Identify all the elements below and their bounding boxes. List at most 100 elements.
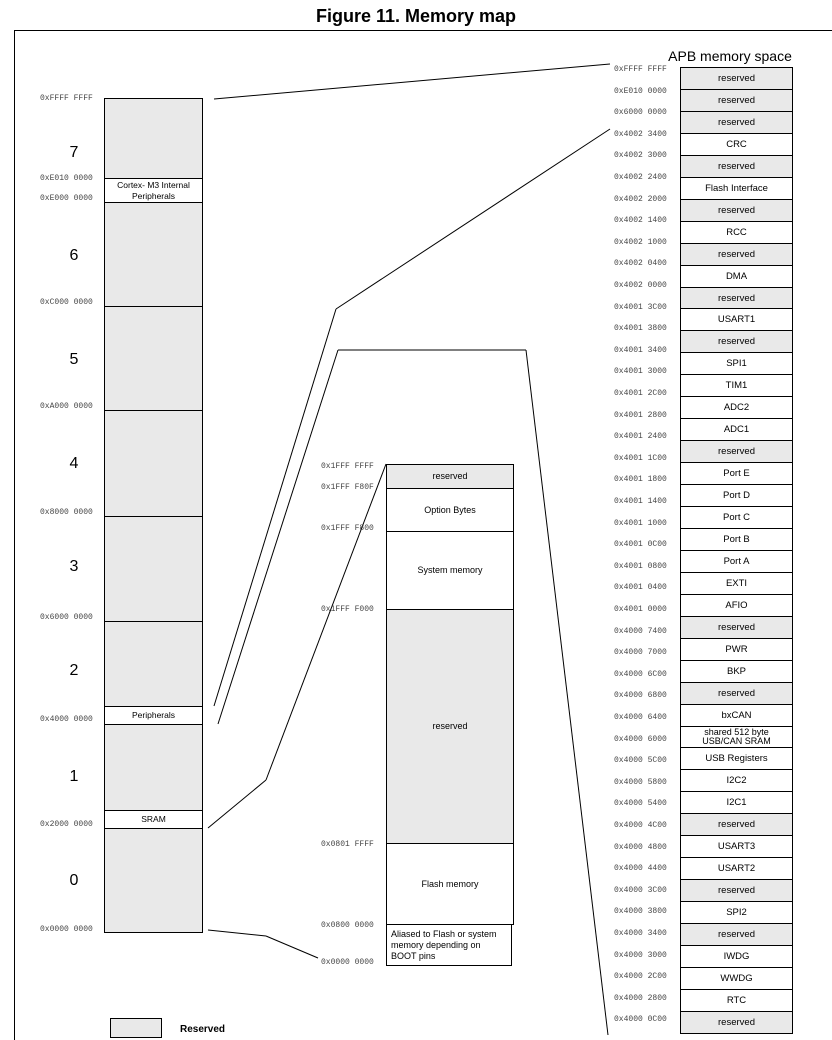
apb-block: RTC <box>680 989 793 1012</box>
apb-address-label: 0x4002 1000 <box>614 238 667 247</box>
legend-reserved-label: Reserved <box>180 1024 226 1035</box>
apb-block: reserved <box>680 682 793 705</box>
apb-block: USART1 <box>680 308 793 331</box>
main-address-label: 0x4000 0000 <box>40 715 93 724</box>
apb-address-label: 0x4001 3400 <box>614 346 667 355</box>
apb-block: reserved <box>680 111 793 134</box>
apb-address-label: 0x4000 3800 <box>614 907 667 916</box>
apb-block: Flash Interface <box>680 177 793 200</box>
apb-address-label: 0x6000 0000 <box>614 108 667 117</box>
apb-address-label: 0x4000 4800 <box>614 843 667 852</box>
apb-address-label: 0x4001 1000 <box>614 519 667 528</box>
apb-block: Port C <box>680 506 793 529</box>
connector-line <box>525 349 609 1035</box>
apb-block: DMA <box>680 265 793 288</box>
apb-block: AFIO <box>680 594 793 617</box>
apb-address-label: 0x4000 4C00 <box>614 821 667 830</box>
main-block <box>104 828 203 933</box>
apb-block: reserved <box>680 243 793 266</box>
apb-address-label: 0x4001 2400 <box>614 432 667 441</box>
legend-reserved-swatch <box>110 1018 162 1038</box>
apb-block: reserved <box>680 616 793 639</box>
apb-address-label: 0x4000 2C00 <box>614 972 667 981</box>
apb-block: USART2 <box>680 857 793 880</box>
code-block: reserved <box>386 609 514 844</box>
connector-line <box>207 779 267 829</box>
apb-block: EXTI <box>680 572 793 595</box>
connector-line <box>207 929 267 937</box>
apb-block: USB Registers <box>680 747 793 770</box>
code-address-label: 0x1FFF FFFF <box>321 462 374 471</box>
main-address-label: 0x0000 0000 <box>40 925 93 934</box>
apb-block: TIM1 <box>680 374 793 397</box>
connector-line <box>213 63 611 100</box>
apb-address-label: 0x4001 0C00 <box>614 540 667 549</box>
apb-address-label: 0x4002 2000 <box>614 195 667 204</box>
apb-address-label: 0x4001 0800 <box>614 562 667 571</box>
apb-block: IWDG <box>680 945 793 968</box>
main-block <box>104 621 203 707</box>
apb-block: reserved <box>680 813 793 836</box>
apb-address-label: 0x4000 2800 <box>614 994 667 1003</box>
apb-block: reserved <box>680 67 793 90</box>
code-block: Flash memory <box>386 843 514 925</box>
apb-block: ADC1 <box>680 418 793 441</box>
apb-address-label: 0x4001 2800 <box>614 411 667 420</box>
main-block <box>104 306 203 411</box>
apb-address-label: 0x4000 6C00 <box>614 670 667 679</box>
main-block <box>104 410 203 517</box>
main-block <box>104 724 203 811</box>
apb-address-label: 0x4000 3000 <box>614 951 667 960</box>
apb-block: I2C1 <box>680 791 793 814</box>
apb-block: CRC <box>680 133 793 156</box>
main-address-label: 0x2000 0000 <box>40 820 93 829</box>
figure-frame <box>14 30 832 1040</box>
apb-address-label: 0x4002 1400 <box>614 216 667 225</box>
apb-memory-space-title: APB memory space <box>668 48 792 64</box>
apb-address-label: 0x4000 5400 <box>614 799 667 808</box>
apb-address-label: 0x4000 5C00 <box>614 756 667 765</box>
apb-address-label: 0x4001 1800 <box>614 475 667 484</box>
apb-address-label: 0x4000 0C00 <box>614 1015 667 1024</box>
connector-line <box>335 128 611 310</box>
code-address-label: 0x1FFF F800 <box>321 524 374 533</box>
connector-line <box>213 308 337 707</box>
apb-address-label: 0x4001 0400 <box>614 583 667 592</box>
apb-address-label: 0xFFFF FFFF <box>614 65 667 74</box>
apb-address-label: 0x4001 2C00 <box>614 389 667 398</box>
code-address-label: 0x0801 FFFF <box>321 840 374 849</box>
apb-address-label: 0x4002 3400 <box>614 130 667 139</box>
apb-block: SPI1 <box>680 352 793 375</box>
apb-block: shared 512 byte USB/CAN SRAM <box>680 726 793 748</box>
apb-address-label: 0x4001 3000 <box>614 367 667 376</box>
main-address-label: 0xE000 0000 <box>40 194 93 203</box>
apb-address-label: 0x4000 3C00 <box>614 886 667 895</box>
apb-block: reserved <box>680 440 793 463</box>
code-address-label: 0x0800 0000 <box>321 921 374 930</box>
apb-address-label: 0x4002 0000 <box>614 281 667 290</box>
apb-address-label: 0x4001 1400 <box>614 497 667 506</box>
region-number: 2 <box>69 662 79 679</box>
main-block <box>104 202 203 307</box>
apb-block: PWR <box>680 638 793 661</box>
main-block <box>104 98 203 179</box>
main-block <box>104 516 203 622</box>
apb-block: reserved <box>680 287 793 309</box>
apb-address-label: 0x4000 7000 <box>614 648 667 657</box>
apb-block: I2C2 <box>680 769 793 792</box>
main-block: Cortex- M3 Internal Peripherals <box>104 178 203 203</box>
apb-address-label: 0x4000 5800 <box>614 778 667 787</box>
main-address-label: 0x8000 0000 <box>40 508 93 517</box>
apb-block: ADC2 <box>680 396 793 419</box>
apb-address-label: 0x4000 3400 <box>614 929 667 938</box>
apb-block: Port B <box>680 528 793 551</box>
apb-block: bxCAN <box>680 704 793 727</box>
region-number: 7 <box>69 144 79 161</box>
apb-block: Port A <box>680 550 793 573</box>
apb-address-label: 0x4001 1C00 <box>614 454 667 463</box>
region-number: 0 <box>69 872 79 889</box>
apb-block: SPI2 <box>680 901 793 924</box>
connector-line <box>265 935 319 959</box>
connector-line <box>217 349 339 725</box>
apb-block: BKP <box>680 660 793 683</box>
